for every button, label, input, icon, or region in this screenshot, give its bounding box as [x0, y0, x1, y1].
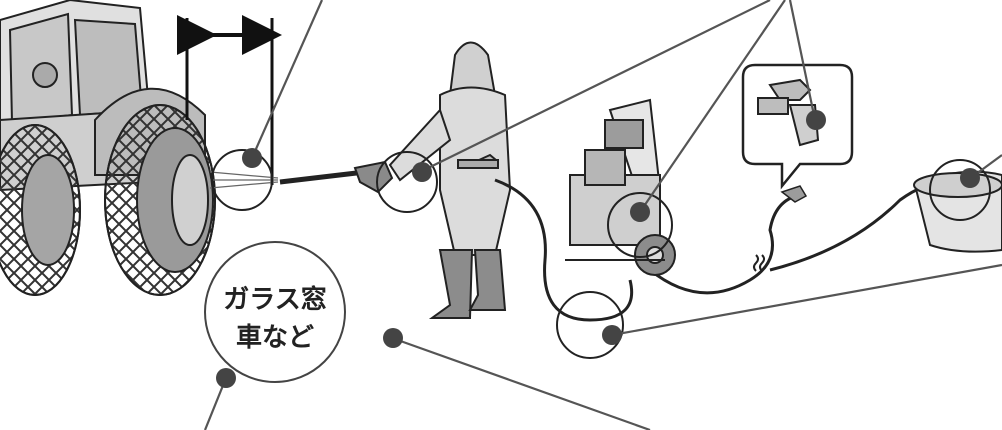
- tractor-illustration: [0, 0, 215, 295]
- surface-callout: ガラス窓 車など: [205, 242, 345, 382]
- high-pressure-hose: [495, 180, 960, 320]
- operator-in-protective-suit: [390, 43, 510, 319]
- faucet-inset: [743, 65, 852, 202]
- callout-line-2: 車など: [236, 323, 314, 353]
- hose-detail-circle: [557, 292, 623, 358]
- spray-lance: [280, 162, 392, 192]
- spray-jet: [210, 172, 278, 188]
- callout-line-1: ガラス窓: [223, 284, 326, 315]
